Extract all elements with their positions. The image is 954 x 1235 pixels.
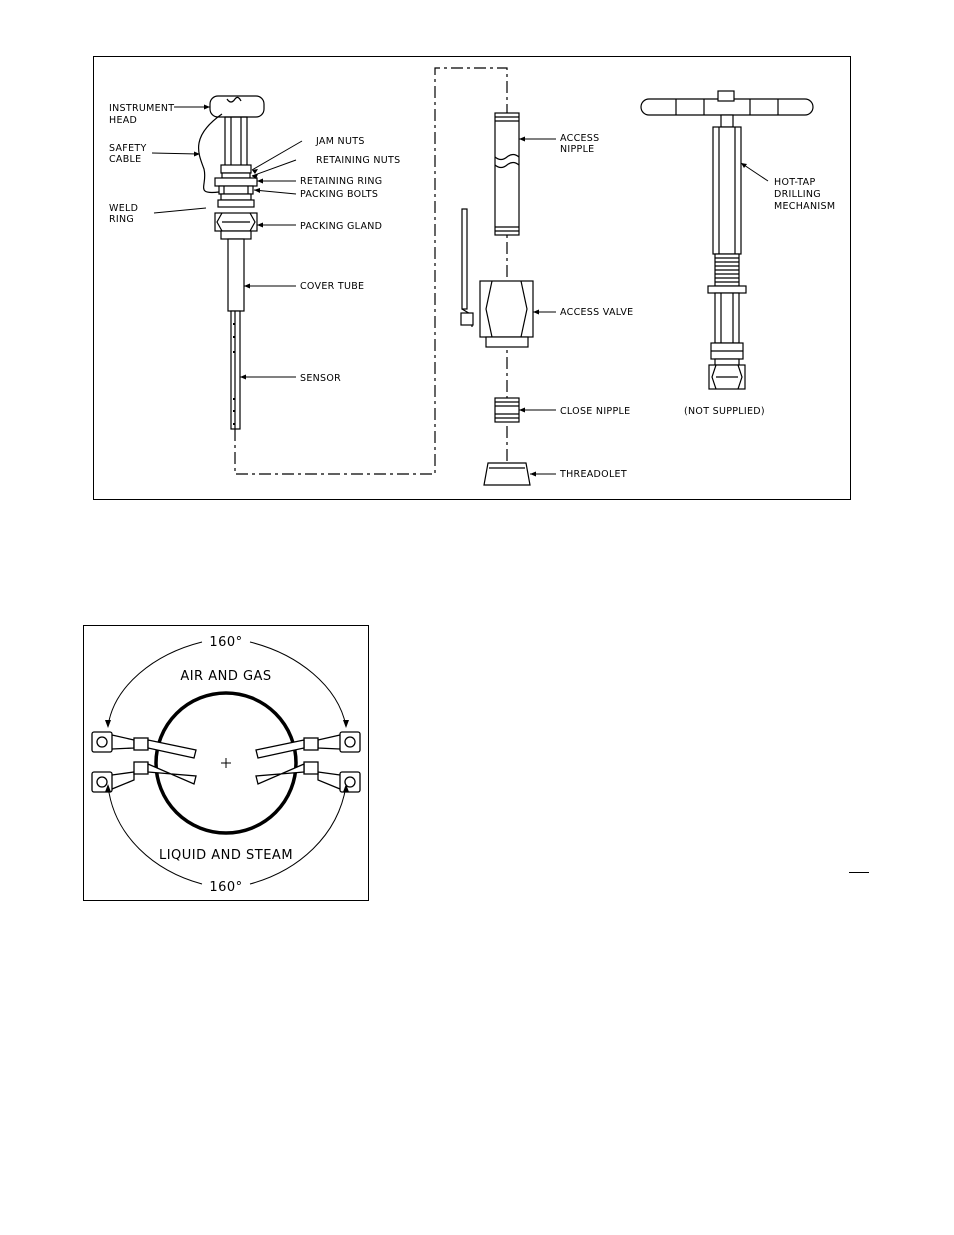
page-mark — [849, 872, 869, 873]
installation-diagram-svg: INSTRUMENT HEAD SAFETY CABLE WELD RING J… — [94, 57, 852, 501]
label-sensor: SENSOR — [300, 373, 341, 384]
sensor-rod — [231, 311, 240, 429]
angle-bottom-label: 160° — [209, 880, 242, 895]
arc-arrow-heads — [105, 720, 349, 792]
zone-top-label: AIR AND GAS — [180, 669, 271, 684]
hot-tap-threads — [715, 254, 739, 286]
orientation-diagram-svg: 160° AIR AND GAS LIQUID AND STEAM 160° — [84, 626, 370, 902]
label-not-supplied: (NOT SUPPLIED) — [684, 406, 765, 417]
arc-bottom-left — [108, 786, 202, 884]
label-threadolet: THREADOLET — [559, 469, 627, 480]
label-hot-tap-2: DRILLING — [774, 189, 821, 200]
label-access-nipple-2: NIPPLE — [560, 144, 594, 155]
cover-tube — [228, 239, 244, 311]
packing-gland — [215, 213, 257, 239]
label-instrument-head-2: HEAD — [109, 115, 137, 126]
label-access-valve: ACCESS VALVE — [560, 307, 633, 318]
probe-left-upper — [92, 732, 196, 758]
orientation-diagram: 160° AIR AND GAS LIQUID AND STEAM 160° — [83, 625, 369, 901]
installation-diagram: INSTRUMENT HEAD SAFETY CABLE WELD RING J… — [93, 56, 851, 500]
arc-bottom-right — [250, 786, 346, 884]
label-instrument-head-1: INSTRUMENT — [109, 103, 174, 114]
label-jam-nuts: JAM NUTS — [315, 136, 365, 147]
label-access-nipple-1: ACCESS — [560, 133, 599, 144]
pipe-center-mark — [221, 758, 231, 768]
jam-nuts — [221, 165, 251, 178]
label-weld-ring-1: WELD — [109, 203, 138, 214]
label-safety-cable-1: SAFETY — [109, 143, 147, 154]
access-nipple — [495, 113, 519, 235]
label-retaining-nuts: RETAINING NUTS — [316, 155, 400, 166]
threadolet — [484, 463, 530, 485]
hot-tap-handle — [641, 91, 813, 115]
label-close-nipple: CLOSE NIPPLE — [560, 406, 630, 417]
arc-top-right — [250, 642, 346, 726]
label-hot-tap-3: MECHANISM — [774, 201, 835, 212]
label-weld-ring-2: RING — [109, 214, 134, 225]
close-nipple — [495, 398, 519, 422]
arc-top-left — [108, 642, 202, 726]
label-retaining-ring: RETAINING RING — [300, 176, 382, 187]
label-packing-bolts: PACKING BOLTS — [300, 189, 378, 200]
probe-right-upper — [256, 732, 360, 758]
arrow-heads — [194, 105, 747, 477]
zone-bottom-label: LIQUID AND STEAM — [159, 848, 293, 863]
hot-tap-collar — [708, 286, 746, 343]
label-safety-cable-2: CABLE — [109, 154, 141, 165]
weld-ring — [218, 194, 254, 207]
hot-tap-fittings — [709, 343, 745, 389]
label-packing-gland: PACKING GLAND — [300, 221, 382, 232]
hot-tap-body — [713, 115, 741, 254]
retaining-ring — [215, 178, 257, 194]
angle-top-label: 160° — [209, 635, 242, 650]
label-hot-tap-1: HOT-TAP — [774, 177, 816, 188]
instrument-head — [210, 96, 264, 117]
probe-right-lower — [256, 762, 360, 792]
label-cover-tube: COVER TUBE — [300, 281, 364, 292]
